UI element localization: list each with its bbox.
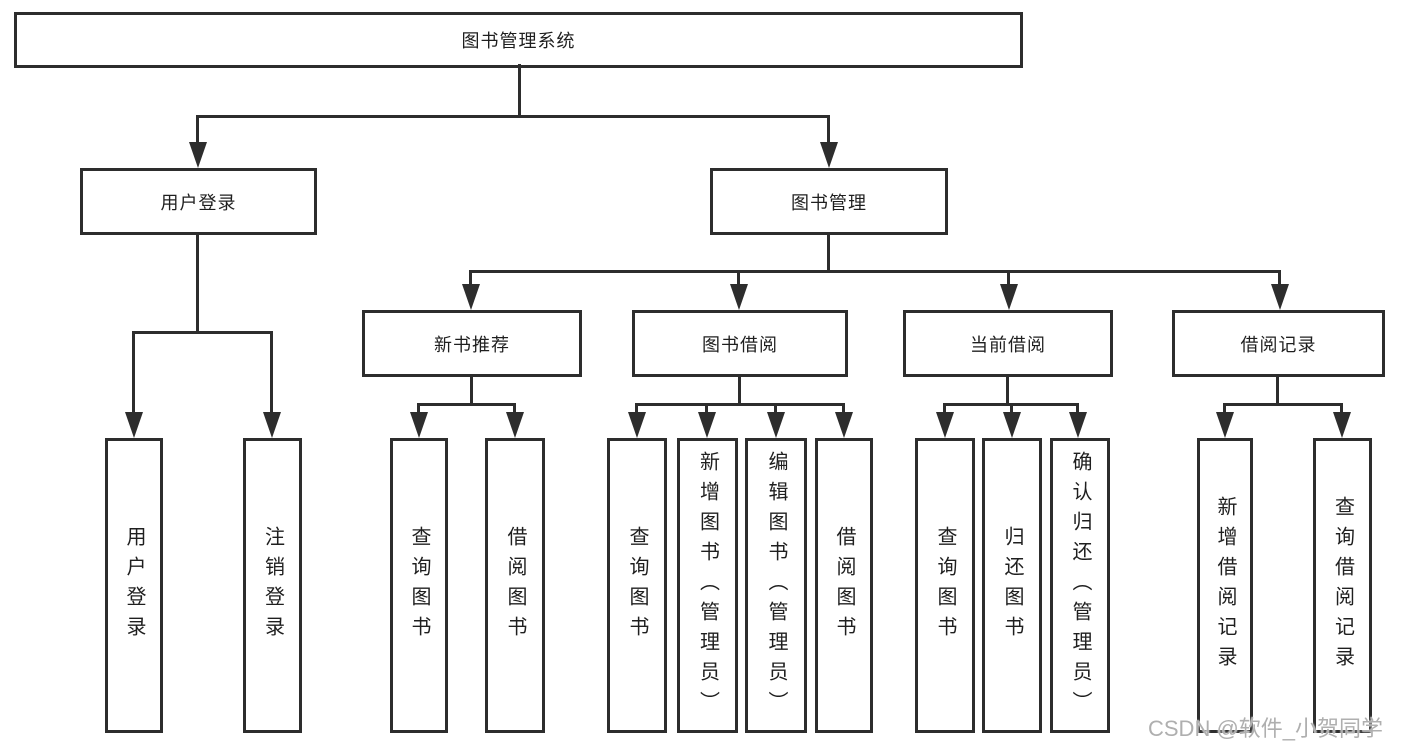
connector-line xyxy=(827,115,830,147)
node-borrowing-records: 借阅记录 xyxy=(1172,310,1385,377)
connector-line xyxy=(1076,403,1079,415)
node-label: 用户登录 xyxy=(160,192,237,213)
arrowhead-down-icon xyxy=(835,412,853,438)
connector-line xyxy=(842,403,845,415)
connector-line xyxy=(738,374,741,406)
connector-line xyxy=(417,403,516,406)
connector-line xyxy=(705,403,708,415)
leaf-query-books-1: 查询图书 xyxy=(390,438,448,733)
leaf-label: 查询图书 xyxy=(408,525,430,646)
connector-line xyxy=(132,331,135,415)
leaf-add-books-admin: 新增图书（管理员） xyxy=(677,438,738,733)
node-current-borrowing: 当前借阅 xyxy=(903,310,1113,377)
arrowhead-down-icon xyxy=(1003,412,1021,438)
arrowhead-down-icon xyxy=(506,412,524,438)
connector-line xyxy=(196,115,830,118)
node-user-login: 用户登录 xyxy=(80,168,317,235)
leaf-query-borrow-record: 查询借阅记录 xyxy=(1313,438,1372,733)
leaf-label: 查询借阅记录 xyxy=(1331,495,1354,676)
leaf-query-books-2: 查询图书 xyxy=(607,438,667,733)
leaf-add-borrow-record: 新增借阅记录 xyxy=(1197,438,1253,733)
connector-line xyxy=(1223,403,1226,415)
node-label: 图书借阅 xyxy=(702,334,778,355)
leaf-user-login: 用户登录 xyxy=(105,438,163,733)
arrowhead-down-icon xyxy=(698,412,716,438)
connector-line xyxy=(1278,270,1281,288)
leaf-edit-books-admin: 编辑图书（管理员） xyxy=(745,438,807,733)
arrowhead-down-icon xyxy=(820,142,838,168)
connector-line xyxy=(737,270,740,288)
connector-line xyxy=(635,403,845,406)
leaf-return-books: 归还图书 xyxy=(982,438,1042,733)
connector-line xyxy=(1007,270,1010,288)
arrowhead-down-icon xyxy=(1216,412,1234,438)
connector-line xyxy=(1010,403,1013,415)
connector-line xyxy=(417,403,420,415)
connector-line xyxy=(469,270,1281,273)
connector-line xyxy=(827,232,830,273)
node-new-book-recommendation: 新书推荐 xyxy=(362,310,582,377)
connector-line xyxy=(1276,374,1279,406)
node-label: 新书推荐 xyxy=(434,334,510,355)
leaf-confirm-return-admin: 确认归还（管理员） xyxy=(1050,438,1110,733)
connector-line xyxy=(196,115,199,147)
leaf-label: 归还图书 xyxy=(1001,525,1023,646)
connector-line xyxy=(943,403,946,415)
node-label: 图书管理 xyxy=(791,192,867,213)
leaf-label: 新增图书（管理员） xyxy=(696,450,719,721)
arrowhead-down-icon xyxy=(628,412,646,438)
arrowhead-down-icon xyxy=(189,142,207,168)
node-label: 借阅记录 xyxy=(1240,334,1317,355)
node-book-management: 图书管理 xyxy=(710,168,948,235)
connector-line xyxy=(196,232,199,334)
leaf-label: 新增借阅记录 xyxy=(1214,495,1236,676)
leaf-query-books-3: 查询图书 xyxy=(915,438,975,733)
arrowhead-down-icon xyxy=(1000,284,1018,310)
arrowhead-down-icon xyxy=(125,412,143,438)
node-label: 图书管理系统 xyxy=(461,31,576,51)
arrowhead-down-icon xyxy=(1271,284,1289,310)
arrowhead-down-icon xyxy=(1333,412,1351,438)
arrowhead-down-icon xyxy=(263,412,281,438)
connector-line xyxy=(270,331,273,415)
connector-line xyxy=(774,403,777,415)
arrowhead-down-icon xyxy=(730,284,748,310)
leaf-borrow-books-2: 借阅图书 xyxy=(815,438,873,733)
leaf-label: 查询图书 xyxy=(934,525,956,646)
node-library-management-system: 图书管理系统 xyxy=(14,12,1023,68)
connector-line xyxy=(635,403,638,415)
connector-line xyxy=(1223,403,1343,406)
connector-line xyxy=(470,374,473,406)
connector-line xyxy=(1340,403,1343,415)
connector-line xyxy=(518,64,521,118)
leaf-label: 借阅图书 xyxy=(504,525,526,646)
arrowhead-down-icon xyxy=(936,412,954,438)
connector-line xyxy=(513,403,516,415)
arrowhead-down-icon xyxy=(1069,412,1087,438)
node-label: 当前借阅 xyxy=(970,334,1046,355)
connector-line xyxy=(132,331,273,334)
connector-line xyxy=(469,270,472,288)
node-book-borrowing: 图书借阅 xyxy=(632,310,848,377)
leaf-label: 借阅图书 xyxy=(833,525,855,646)
leaf-logout: 注销登录 xyxy=(243,438,302,733)
leaf-borrow-books-1: 借阅图书 xyxy=(485,438,545,733)
arrowhead-down-icon xyxy=(767,412,785,438)
leaf-label: 编辑图书（管理员） xyxy=(765,450,787,721)
leaf-label: 注销登录 xyxy=(261,525,284,646)
leaf-label: 用户登录 xyxy=(123,525,145,646)
leaf-label: 确认归还（管理员） xyxy=(1069,450,1091,721)
leaf-label: 查询图书 xyxy=(626,525,648,646)
connector-line xyxy=(1006,374,1009,406)
arrowhead-down-icon xyxy=(462,284,480,310)
csdn-watermark: CSDN @软件_小贺同学 xyxy=(1148,716,1384,741)
arrowhead-down-icon xyxy=(410,412,428,438)
